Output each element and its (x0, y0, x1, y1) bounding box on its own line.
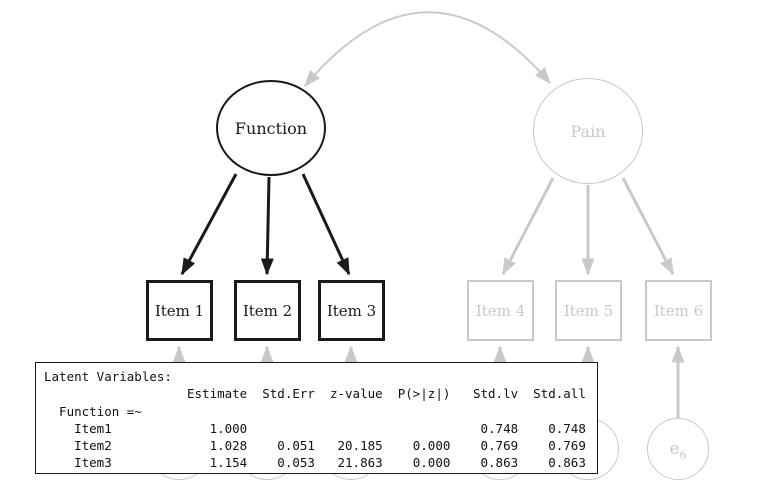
loading-arrow-pain-item6 (621, 177, 675, 276)
latent-function-circle: Function (216, 80, 326, 176)
item-1-label: Item 1 (154, 301, 205, 320)
latent-pain-circle: Pain (533, 78, 643, 184)
output-row-item3: Item3 1.154 0.053 21.863 0.000 0.863 0.8… (44, 455, 586, 471)
covariance-arrow-function-pain (304, 11, 551, 88)
output-row-item2: Item2 1.028 0.051 20.185 0.000 0.769 0.7… (44, 438, 586, 454)
loading-arrow-function-item2 (260, 176, 274, 276)
item-2-box: Item 2 (234, 280, 301, 341)
item-4-box: Item 4 (467, 280, 534, 341)
item-6-label: Item 6 (653, 301, 704, 320)
output-header-row: Estimate Std.Err z-value P(>|z|) Std.lv … (44, 386, 586, 402)
item-5-box: Item 5 (555, 280, 622, 341)
latent-pain-label: Pain (570, 121, 606, 141)
output-title: Latent Variables: (44, 369, 172, 384)
item-5-label: Item 5 (563, 301, 614, 320)
item-2-label: Item 2 (242, 301, 293, 320)
item-3-label: Item 3 (326, 301, 377, 320)
item-4-label: Item 4 (475, 301, 526, 320)
error-6-label: e6 (669, 439, 687, 462)
output-group-row: Function =~ (44, 403, 142, 419)
output-row-item1: Item1 1.000 0.748 0.748 (44, 420, 586, 436)
item-1-box: Item 1 (146, 280, 213, 341)
item-3-box: Item 3 (318, 280, 385, 341)
error-6-circle: e6 (647, 418, 709, 480)
latent-function-label: Function (234, 118, 308, 138)
loading-arrow-function-item1 (180, 173, 238, 276)
loading-arrow-function-item3 (301, 173, 351, 276)
item-6-box: Item 6 (645, 280, 712, 341)
lavaan-output-panel: Latent Variables: Estimate Std.Err z-val… (35, 362, 598, 474)
loading-arrow-pain-item4 (501, 177, 555, 276)
